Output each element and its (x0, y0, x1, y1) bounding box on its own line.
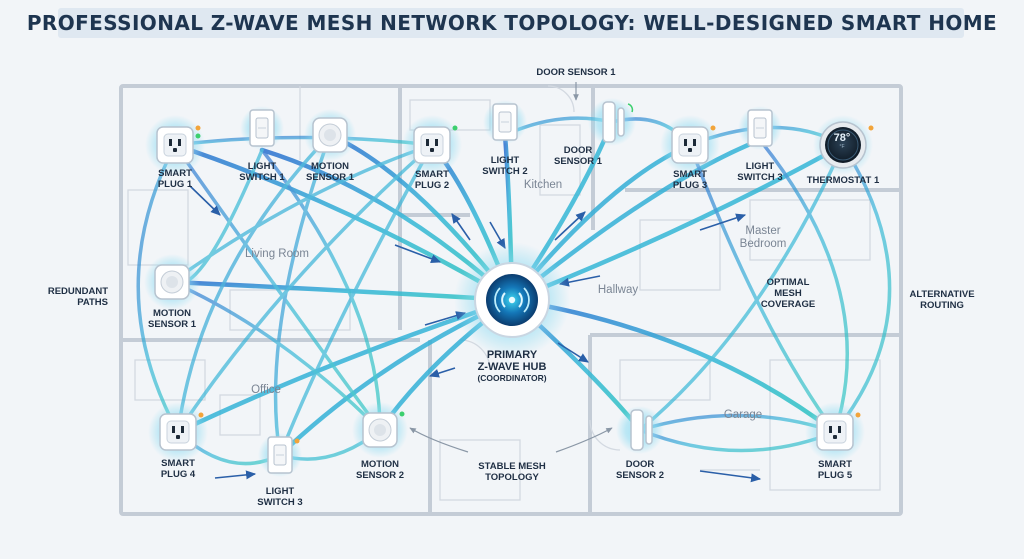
room-label-master-bedroom: Master Bedroom (739, 225, 787, 250)
light-switch-2-icon (492, 103, 518, 141)
thermostat-unit: °F (839, 144, 845, 150)
label-smart-plug-2: SMART PLUG 2 (414, 169, 450, 191)
thermostat-temperature: 78° (833, 132, 851, 144)
door-sensor-1-icon (602, 101, 634, 143)
label-motion-sensor-2: MOTION SENSOR 2 (355, 459, 405, 481)
room-label-office: Office (251, 384, 281, 396)
label-smart-plug-3: SMART PLUG 3 (672, 169, 708, 191)
motion-sensor-2-icon (362, 411, 405, 448)
thermostat-reading: 78° °F (834, 133, 851, 151)
annotation-redundant-paths: REDUNDANT PATHS (47, 286, 108, 308)
annotation-stable-mesh-topology: STABLE MESH TOPOLOGY (478, 461, 546, 483)
door-sensor-2-icon (630, 409, 653, 451)
label-thermostat-1: THERMOSTAT 1 (806, 175, 880, 186)
thermostat-1-icon (819, 121, 874, 169)
label-motion-sensor-1-top: MOTION SENSOR 1 (305, 161, 355, 183)
annotation-alternative-routing: ALTERNATIVE ROUTING (909, 289, 975, 311)
label-light-switch-2: LIGHT SWITCH 2 (482, 155, 528, 177)
label-light-switch-1: LIGHT SWITCH 1 (239, 161, 285, 183)
label-door-sensor-2: DOOR SENSOR 2 (615, 459, 665, 481)
label-smart-plug-1: SMART PLUG 1 (157, 168, 193, 190)
label-light-switch-3-top: LIGHT SWITCH 3 (737, 161, 783, 183)
motion-sensor-1-top-icon (312, 117, 348, 153)
label-smart-plug-5: SMART PLUG 5 (817, 459, 853, 481)
label-light-switch-3-bottom: LIGHT SWITCH 3 (257, 486, 303, 508)
hub-label: PRIMARY Z-WAVE HUB (COORDINATOR) (477, 349, 546, 383)
annotation-arrows (409, 82, 613, 453)
smart-plug-3-icon (671, 125, 716, 164)
label-door-sensor-1: DOOR SENSOR 1 (553, 145, 603, 167)
door-sensor-1-top-note: DOOR SENSOR 1 (536, 67, 616, 78)
room-label-garage: Garage (723, 409, 763, 421)
motion-sensor-1-left-icon (154, 264, 190, 300)
page-title: PROFESSIONAL Z-WAVE MESH NETWORK TOPOLOG… (26, 11, 998, 35)
smart-plug-1-icon (156, 125, 201, 164)
title-band (58, 8, 964, 38)
light-switch-1-icon (249, 109, 275, 147)
hub-label-line2: Z-WAVE HUB (477, 361, 547, 373)
light-switch-3-top-icon (747, 109, 773, 147)
label-motion-sensor-1-left: MOTION SENSOR 1 (147, 308, 197, 330)
room-label-kitchen: Kitchen (523, 179, 563, 191)
room-label-hallway: Hallway (597, 284, 639, 296)
smart-plug-5-icon (816, 412, 861, 451)
hub-label-line3: (COORDINATOR) (477, 373, 547, 383)
hub-label-line1: PRIMARY (486, 349, 538, 361)
label-smart-plug-4: SMART PLUG 4 (160, 458, 196, 480)
light-switch-3-bottom-icon (267, 436, 300, 474)
hub-icon (474, 262, 550, 338)
room-label-living-room: Living Room (245, 248, 309, 260)
annotation-optimal-mesh-coverage: OPTIMAL MESH COVERAGE (760, 277, 816, 310)
smart-plug-4-icon (159, 412, 204, 451)
smart-plug-2-icon (413, 125, 458, 164)
